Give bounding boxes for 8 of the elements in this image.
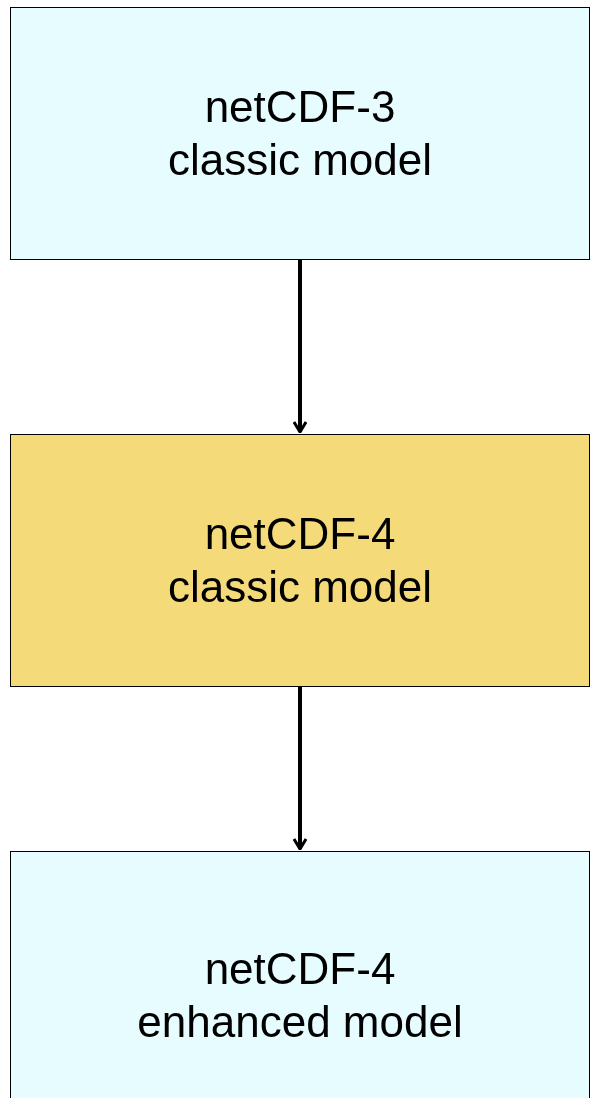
arrow: [292, 687, 308, 851]
process-box: [10, 434, 590, 687]
arrow: [292, 260, 308, 434]
box-label: netCDF-3 classic model: [166, 80, 434, 186]
process-box: [10, 851, 590, 1098]
box-label: netCDF-4 classic model: [166, 507, 434, 613]
process-box: [10, 7, 590, 260]
box-label: netCDF-4 enhanced model: [137, 943, 463, 1048]
